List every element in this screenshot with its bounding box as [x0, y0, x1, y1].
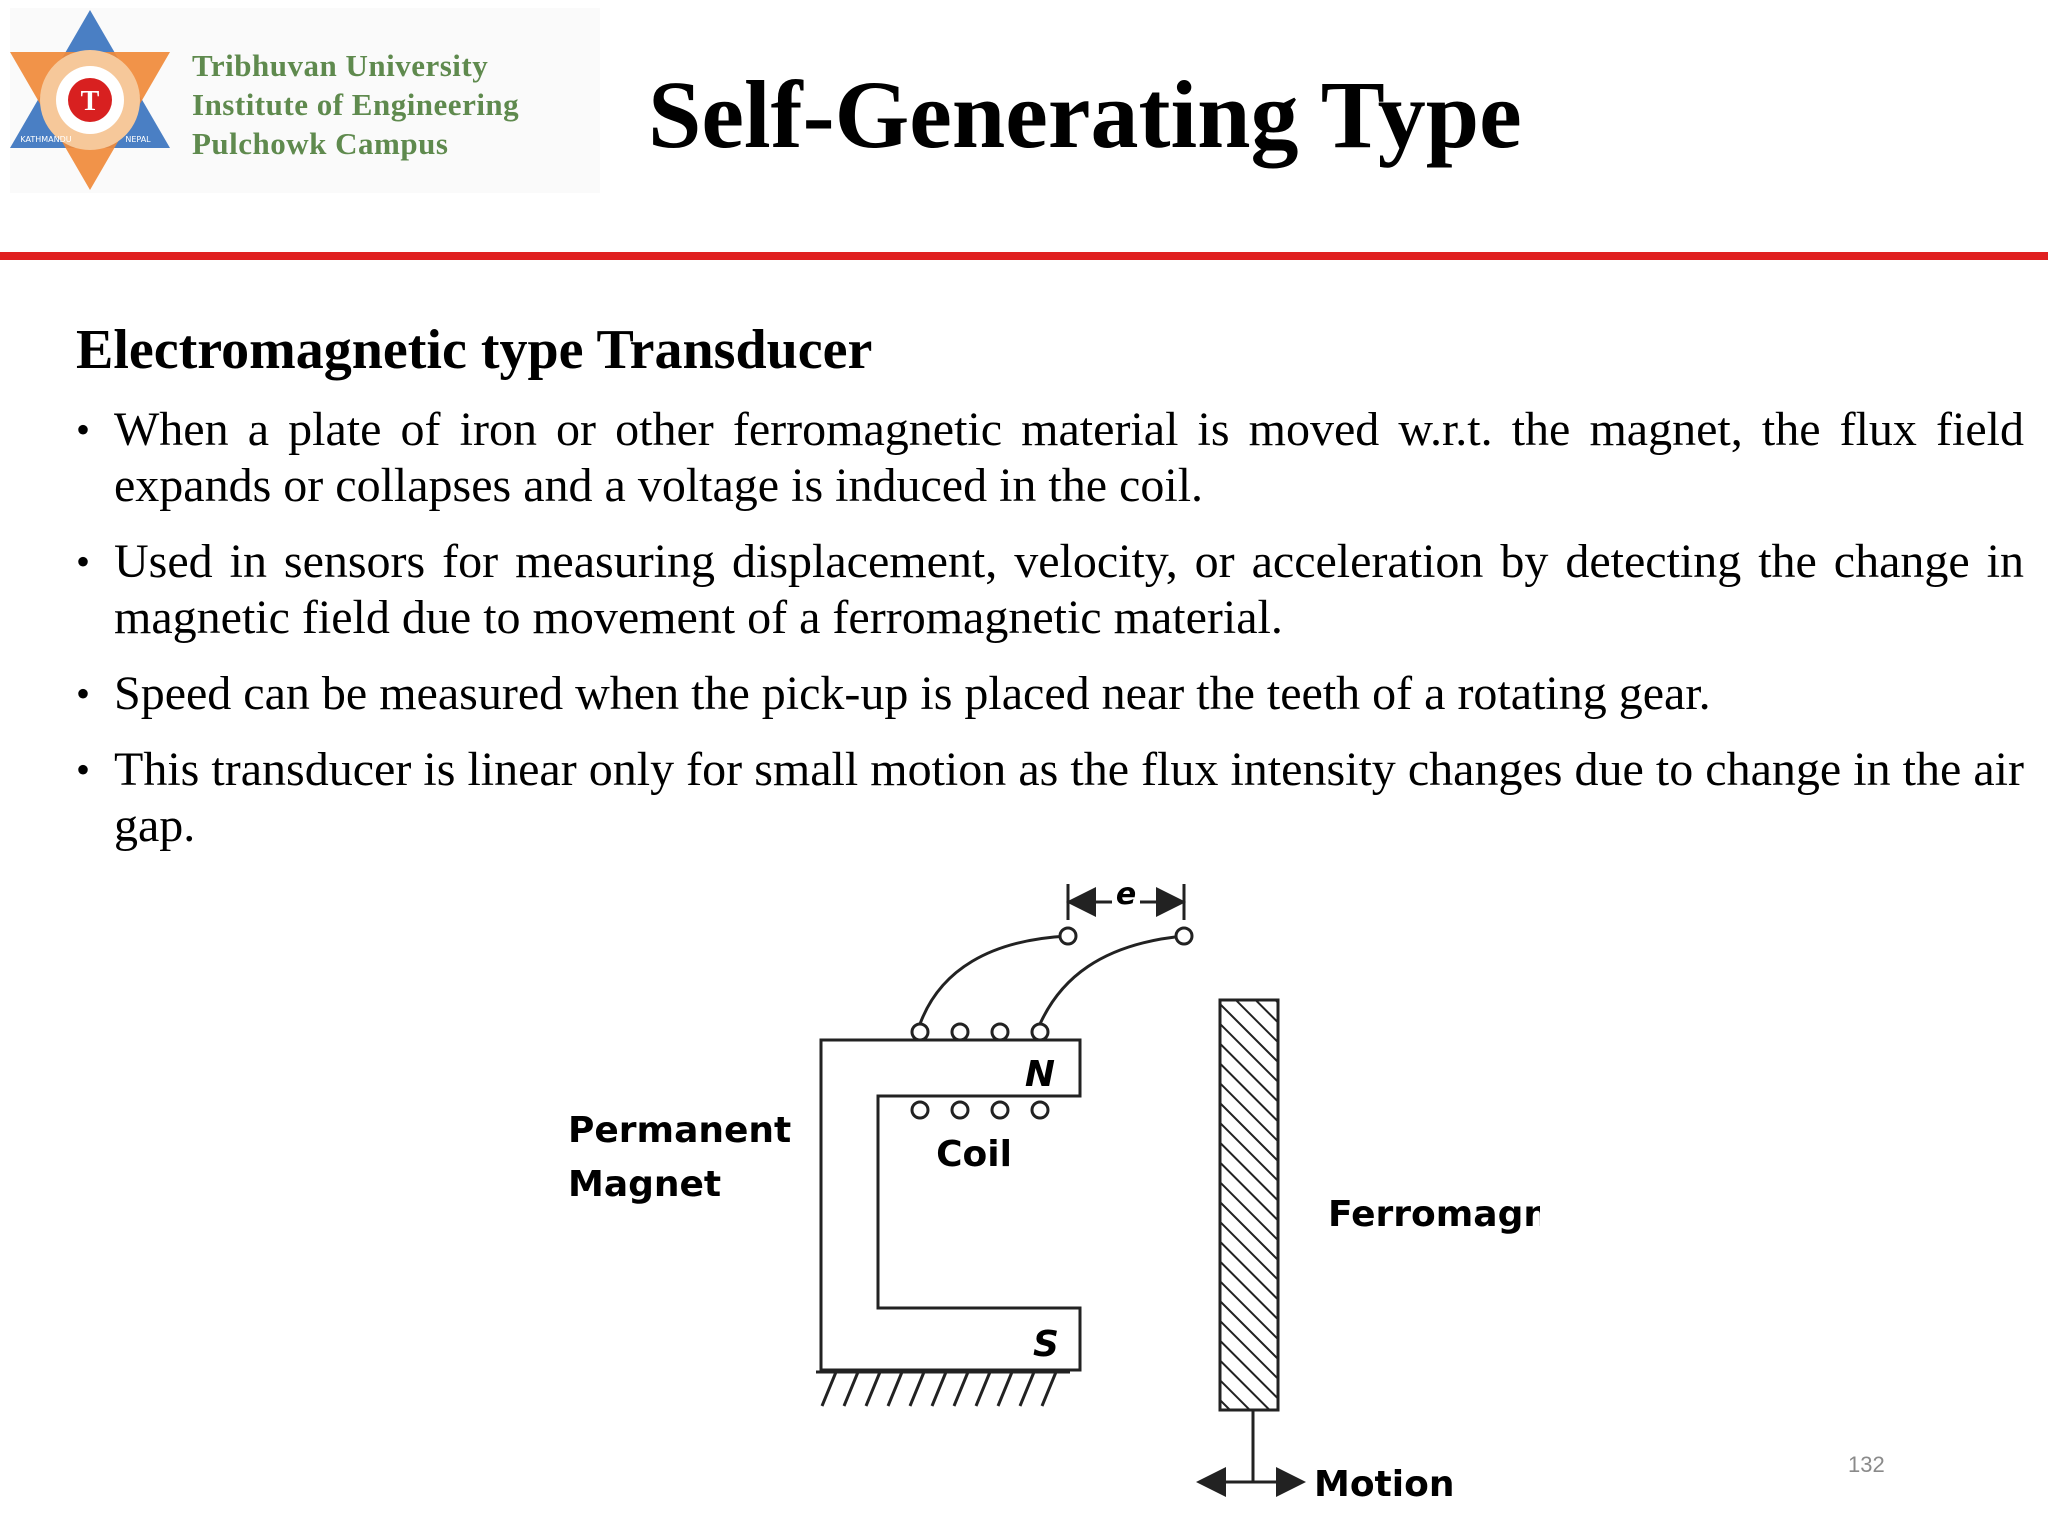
bullet-marker: •: [76, 671, 91, 716]
logo-text: Tribhuvan University Institute of Engine…: [192, 46, 519, 163]
bullet-marker: •: [76, 539, 91, 584]
north-pole-label: N: [1025, 1054, 1055, 1095]
magnet-label: Magnet: [568, 1164, 721, 1205]
ground-hatch: [816, 1370, 1070, 1407]
bullet-item: • Speed can be measured when the pick-up…: [76, 666, 2024, 722]
output-label-bg: [1112, 884, 1140, 912]
bullet-marker: •: [76, 407, 91, 452]
emblem-word-left: KATHMANDU: [20, 135, 71, 144]
slide-title: Self-Generating Type: [648, 61, 1522, 168]
bullet-item: • Used in sensors for measuring displace…: [76, 534, 2024, 646]
slide-number: 132: [1848, 1452, 1885, 1477]
permanent-magnet-body: [819, 1038, 1082, 1372]
emblem-center: [68, 78, 112, 122]
bullet-item: • This transducer is linear only for sma…: [76, 742, 2024, 854]
logo-line-campus: Pulchowk Campus: [192, 126, 449, 161]
emblem-letter: T: [81, 86, 100, 117]
bullet-marker: •: [76, 747, 91, 792]
header-divider: [0, 252, 2048, 260]
bullet-text: This transducer is linear only for small…: [114, 743, 2024, 852]
transducer-diagram: e N S Coil Permanent Magnet Ferromagneti…: [568, 877, 1540, 1505]
bullet-text: When a plate of iron or other ferromagne…: [114, 403, 2024, 512]
terminal-right: [1174, 926, 1194, 946]
university-emblem-icon: T KATHMANDU NEPAL: [10, 10, 170, 190]
bullet-text: Speed can be measured when the pick-up i…: [114, 667, 1711, 720]
terminal-left: [1058, 926, 1078, 946]
emblem-word-right: NEPAL: [125, 135, 151, 144]
ferromagnetic-label: Ferromagnetic: [1328, 1194, 1540, 1235]
logo-line-institute: Institute of Engineering: [192, 87, 520, 122]
bullet-list: • When a plate of iron or other ferromag…: [76, 402, 2024, 874]
coil-windings: [910, 1022, 1050, 1120]
lead-wire-left: [918, 934, 1069, 1025]
output-voltage-label: e: [1116, 877, 1136, 912]
coil-label: Coil: [936, 1134, 1012, 1175]
bullet-text: Used in sensors for measuring displaceme…: [114, 535, 2024, 644]
motion-label: Motion: [1314, 1464, 1454, 1505]
institution-logo: T KATHMANDU NEPAL Tribhuvan University I…: [10, 8, 600, 193]
ferromagnetic-plate: [1218, 998, 1280, 1412]
bullet-item: • When a plate of iron or other ferromag…: [76, 402, 2024, 514]
section-subheading: Electromagnetic type Transducer: [76, 319, 873, 381]
permanent-label: Permanent: [568, 1110, 791, 1151]
south-pole-label: S: [1033, 1324, 1059, 1365]
logo-line-university: Tribhuvan University: [192, 48, 489, 83]
lead-wire-right: [1038, 934, 1185, 1025]
